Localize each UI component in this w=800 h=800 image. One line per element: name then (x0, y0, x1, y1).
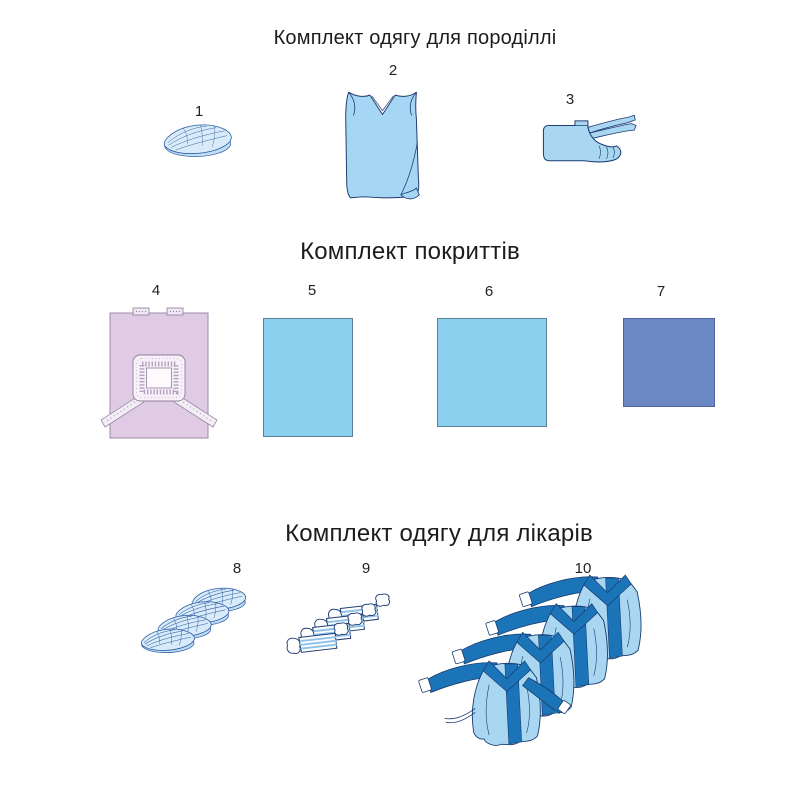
surgical-gowns-stack-illustration (418, 574, 642, 746)
front-gown-details (444, 677, 571, 724)
drape-sheet-medium-rect (437, 318, 547, 427)
item-number-10: 10 (574, 560, 592, 577)
item-number-2: 2 (388, 62, 398, 79)
item-number-9: 9 (361, 560, 371, 577)
section-title-doctors: Комплект одягу для лікарів (285, 520, 593, 547)
masks-stack-illustration (286, 592, 391, 654)
drape-sheet-medium-illustration (437, 318, 547, 427)
drape-sheet-small-rect (623, 318, 715, 407)
item-number-5: 5 (307, 282, 317, 299)
item-number-8: 8 (232, 560, 242, 577)
medical-cap-illustration (163, 124, 232, 157)
section-title-maternity: Комплект одягу для породіллі (273, 27, 557, 49)
drape-sheet-small-illustration (623, 318, 715, 407)
item-number-7: 7 (656, 283, 666, 300)
item-number-1: 1 (194, 103, 204, 120)
caps-stack-illustration (140, 587, 247, 653)
drape-sheet-large-illustration (263, 318, 353, 437)
shoe-covers-illustration (542, 114, 637, 163)
drape-sheet-large-rect (263, 318, 353, 437)
patient-gown-illustration (345, 91, 420, 200)
item-number-6: 6 (484, 283, 494, 300)
fenestrated-drape-illustration (100, 307, 218, 439)
section-title-covers: Комплект покриттів (300, 238, 520, 265)
item-number-3: 3 (565, 91, 575, 108)
item-number-4: 4 (151, 282, 161, 299)
